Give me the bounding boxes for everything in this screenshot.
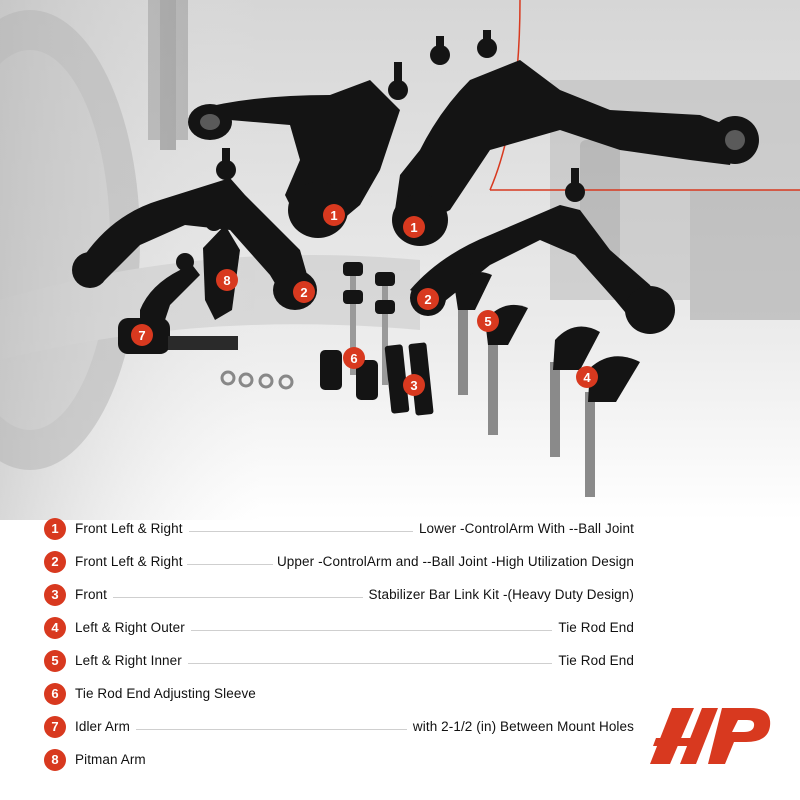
legend-leader-line bbox=[135, 729, 407, 730]
legend-part-name: Upper -ControlArm and --Ball Joint -High… bbox=[276, 554, 634, 569]
legend-leader-line bbox=[187, 663, 553, 664]
legend-position: Pitman Arm bbox=[75, 752, 146, 767]
legend-number-badge: 1 bbox=[44, 517, 66, 540]
svg-text:1: 1 bbox=[410, 220, 417, 235]
callout-badge-1b: 1 bbox=[403, 216, 425, 238]
legend-part-name: with 2-1/2 (in) Between Mount Holes bbox=[412, 719, 634, 734]
svg-text:2: 2 bbox=[300, 285, 307, 300]
legend-row-6: 6 Tie Rod End Adjusting Sleeve bbox=[44, 677, 634, 710]
svg-text:1: 1 bbox=[330, 208, 337, 223]
legend-position: Idler Arm bbox=[75, 719, 130, 734]
legend-row-3: 3 Front Stabilizer Bar Link Kit -(Heavy … bbox=[44, 578, 634, 611]
callout-badge-8: 8 bbox=[216, 269, 238, 291]
upper-control-arm-right bbox=[410, 168, 675, 334]
legend-number-badge: 7 bbox=[44, 715, 66, 738]
callout-badge-7: 7 bbox=[131, 324, 153, 346]
svg-text:2: 2 bbox=[424, 292, 431, 307]
brand-logo bbox=[650, 706, 774, 768]
stabilizer-links bbox=[320, 262, 395, 400]
legend-row-5: 5 Left & Right Inner Tie Rod End bbox=[44, 644, 634, 677]
legend-row-2: 2 Front Left & Right Upper -ControlArm a… bbox=[44, 545, 634, 578]
legend-position: Front Left & Right bbox=[75, 521, 183, 536]
legend-position: Front Left & Right bbox=[75, 554, 183, 569]
parts-legend: 1 Front Left & Right Lower -ControlArm W… bbox=[44, 512, 634, 776]
legend-position: Tie Rod End Adjusting Sleeve bbox=[75, 686, 256, 701]
legend-number-badge: 8 bbox=[44, 748, 66, 771]
legend-row-4: 4 Left & Right Outer Tie Rod End bbox=[44, 611, 634, 644]
legend-row-1: 1 Front Left & Right Lower -ControlArm W… bbox=[44, 512, 634, 545]
callout-badge-2a: 2 bbox=[293, 281, 315, 303]
legend-number-badge: 6 bbox=[44, 682, 66, 705]
svg-text:8: 8 bbox=[223, 273, 230, 288]
lower-control-arm-left bbox=[188, 62, 408, 238]
legend-position: Left & Right Outer bbox=[75, 620, 185, 635]
legend-part-name: Tie Rod End bbox=[558, 653, 634, 668]
svg-text:6: 6 bbox=[350, 351, 357, 366]
legend-number-badge: 4 bbox=[44, 616, 66, 639]
legend-number-badge: 5 bbox=[44, 649, 66, 672]
legend-leader-line bbox=[190, 630, 553, 631]
legend-position: Left & Right Inner bbox=[75, 653, 182, 668]
callout-badge-4: 4 bbox=[576, 366, 598, 388]
legend-part-name: Stabilizer Bar Link Kit -(Heavy Duty Des… bbox=[368, 587, 634, 602]
legend-leader-line bbox=[188, 531, 413, 532]
svg-text:3: 3 bbox=[410, 378, 417, 393]
svg-text:5: 5 bbox=[484, 314, 491, 329]
callout-badge-3: 3 bbox=[403, 374, 425, 396]
legend-row-7: 7 Idler Arm with 2-1/2 (in) Between Moun… bbox=[44, 710, 634, 743]
callout-badge-1a: 1 bbox=[323, 204, 345, 226]
outer-tie-rods bbox=[550, 326, 640, 497]
legend-row-8: 8 Pitman Arm bbox=[44, 743, 634, 776]
svg-text:7: 7 bbox=[138, 328, 145, 343]
callout-badge-2b: 2 bbox=[417, 288, 439, 310]
legend-number-badge: 2 bbox=[44, 550, 66, 573]
legend-number-badge: 3 bbox=[44, 583, 66, 606]
product-photo: 1 1 2 2 3 4 5 6 bbox=[0, 0, 800, 520]
legend-part-name: Lower -ControlArm With --Ball Joint bbox=[418, 521, 634, 536]
legend-leader-line bbox=[186, 564, 273, 565]
callout-badge-6: 6 bbox=[343, 347, 365, 369]
callout-badge-5: 5 bbox=[477, 310, 499, 332]
legend-position: Front bbox=[75, 587, 108, 602]
legend-leader-line bbox=[113, 597, 363, 598]
legend-part-name: Tie Rod End bbox=[558, 620, 634, 635]
svg-text:4: 4 bbox=[583, 370, 591, 385]
